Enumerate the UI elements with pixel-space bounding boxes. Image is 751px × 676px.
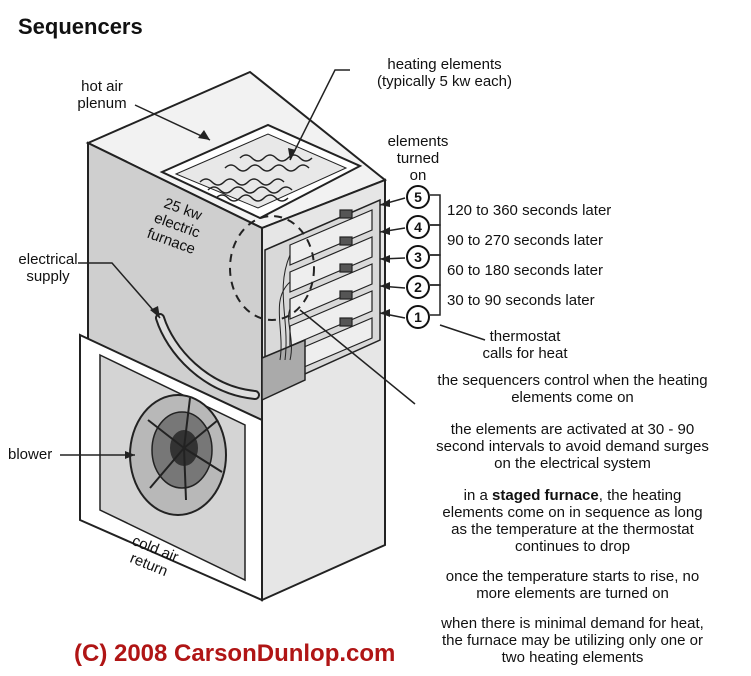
stage-number-1: 1 <box>414 309 422 325</box>
stage-number-4: 4 <box>414 219 422 235</box>
hot-air-plenum-label: hot air plenum <box>77 78 127 112</box>
leader-lines <box>60 69 486 456</box>
stage-markers: 5 4 3 2 1 <box>406 185 430 329</box>
stage-marker-1 <box>406 305 430 329</box>
stage-marker-3 <box>406 245 430 269</box>
staged-furnace-term: staged furnace <box>492 487 599 504</box>
copyright-notice: (C) 2008 CarsonDunlop.com <box>74 640 396 667</box>
stage-number-2: 2 <box>414 279 422 295</box>
stage-marker-2 <box>406 275 430 299</box>
blower-spokes <box>147 397 223 501</box>
stage-marker-5 <box>406 185 430 209</box>
stage-number-3: 3 <box>414 249 422 265</box>
note-temperature-rise: once the temperature starts to rise, no … <box>445 568 700 602</box>
note-intervals: the elements are activated at 30 - 90 se… <box>436 421 709 472</box>
stage-timing-5: 120 to 360 seconds later <box>447 202 612 219</box>
stage-timing-3: 60 to 180 seconds later <box>447 262 603 279</box>
heating-elements-label: heating elements (typically 5 kw each) <box>376 56 513 90</box>
terminal-block <box>261 338 306 402</box>
note-sequencers-control: the sequencers control when the heating … <box>437 372 708 406</box>
heating-coils <box>199 154 313 202</box>
stage-marker-4 <box>406 215 430 239</box>
elements-turned-on-label: elements turned on <box>387 133 449 184</box>
stage-timing-4: 90 to 270 seconds later <box>447 232 603 249</box>
stage-timing-2: 30 to 90 seconds later <box>447 292 595 309</box>
page-title: Sequencers <box>18 14 143 39</box>
arrowheads <box>125 130 390 459</box>
sequencer-highlight-circle <box>229 215 315 321</box>
blower-label: blower <box>8 446 53 463</box>
electrical-supply-label: electrical supply <box>18 251 78 285</box>
thermostat-label: thermostat calls for heat <box>482 328 568 362</box>
note-minimal-demand: when there is minimal demand for heat, t… <box>441 615 704 666</box>
wiring <box>278 254 292 361</box>
stage-number-5: 5 <box>414 189 422 205</box>
note-staged-furnace: in a staged furnace, the heating element… <box>442 487 703 555</box>
